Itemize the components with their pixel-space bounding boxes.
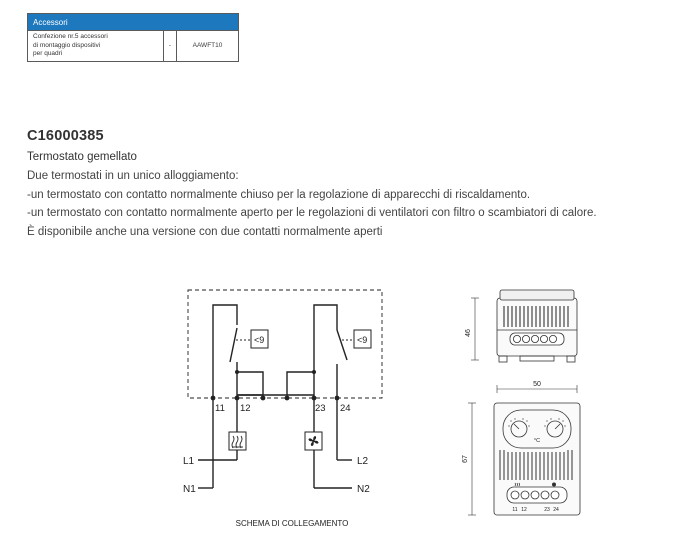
wiring-caption: SCHEMA DI COLLEGAMENTO [236,519,349,528]
terminal-dot [234,395,240,401]
terminal-label: 24 [340,403,351,414]
dimension-width: 50 [533,381,541,388]
accessory-code: AAWFT10 [176,30,239,62]
top-view-vent-slots [503,306,569,327]
thermostat-symbol-box [353,329,372,349]
thermostat-symbol-box [250,329,269,349]
terminal-dot [284,395,290,401]
product-code: C16000385 [27,128,104,144]
line-label-l2: L2 [357,456,369,467]
nc-contact-blade [229,327,238,363]
wiring-diagram [187,289,383,489]
front-terminal-label: 23 [544,507,550,513]
terminal-label: 12 [240,403,251,414]
thermostat-symbol: <9 [254,335,264,345]
dimension-height-front: 67 [462,455,469,463]
front-view-drawing [468,402,581,516]
junction-dot [312,370,316,374]
terminal-dot [311,395,317,401]
width-dimension [496,385,578,393]
terminal-label: 11 [215,403,225,414]
wire [212,304,238,405]
top-view-terminals [509,332,565,346]
terminal-dots [210,370,340,401]
no-contact-blade [336,329,348,361]
terminal-dot [210,395,216,401]
terminal-dot [260,395,266,401]
line-label-n1: N1 [183,484,196,495]
wire [237,371,314,396]
thermostat-symbol: <9 [357,335,367,345]
line-label-l1: L1 [183,456,195,467]
wire [313,304,338,405]
junction-dot [235,370,239,374]
fan-icon [552,482,556,487]
front-terminal-label: 11 [512,507,517,513]
description-line: Due termostati in un unico alloggiamento… [27,170,239,182]
fan-icon [308,436,319,446]
terminal-dot [334,395,340,401]
dial-ticks [508,418,566,427]
product-name: Termostato gemellato [27,151,137,163]
front-view-vent-slots [499,450,573,480]
terminal-label: 23 [315,403,326,414]
description-line: -un termostato con contatto normalmente … [27,207,597,219]
line-label-n2: N2 [357,484,370,495]
enclosure-outline [187,289,383,399]
accessory-description: Confezione nr.5 accessori di montaggio d… [27,30,164,62]
description-line: -un termostato con contatto normalmente … [27,189,531,201]
heater-icon [231,435,243,449]
accessories-header: Accessori [27,13,239,31]
dimension-height-top: 46 [465,329,472,337]
front-view-terminals [510,490,560,500]
front-terminal-label: 24 [553,507,559,513]
heater-icon [514,482,520,487]
front-terminal-label: 12 [521,507,527,513]
wire [237,371,264,396]
dial-unit-label: °C [534,438,540,444]
table-row: Confezione nr.5 accessori di montaggio d… [27,30,239,62]
accessories-table: Accessori Confezione nr.5 accessori di m… [27,13,239,62]
description-line: È disponibile anche una versione con due… [27,226,383,238]
